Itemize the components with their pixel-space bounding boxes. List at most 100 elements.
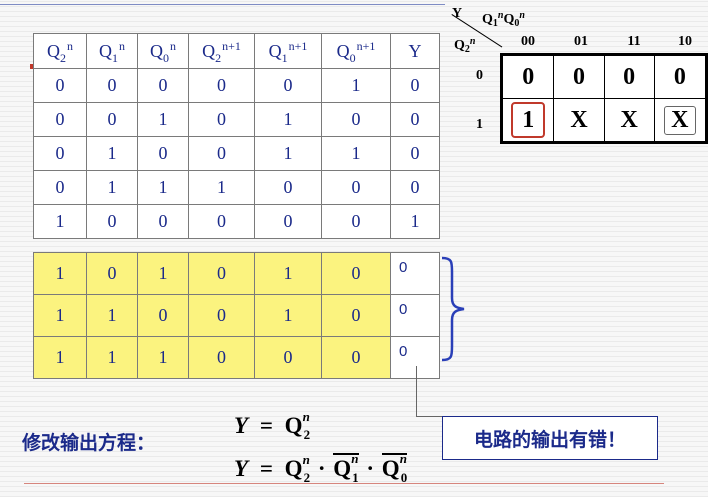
- kmap-row: 0 0 0 0: [500, 54, 708, 99]
- header-y: Y: [390, 33, 440, 69]
- kmap-cell: X: [603, 98, 655, 143]
- kmap-output-label: Y: [452, 6, 463, 21]
- table-row: 1 1 0 0 1 0 0: [33, 294, 440, 337]
- y-output-box: 0: [390, 336, 440, 379]
- table-cell: 0: [188, 102, 255, 137]
- table-cell: 1: [137, 102, 189, 137]
- kmap-cell: 0: [653, 54, 708, 99]
- table-cell: 1: [254, 294, 322, 337]
- table-cell: 0: [321, 336, 391, 379]
- table-cell: 1: [86, 170, 138, 205]
- kmap-grid: 0 0 0 0 1 X X X: [500, 53, 708, 144]
- table-cell: 1: [33, 336, 87, 379]
- curly-brace: [441, 256, 465, 362]
- table-row: 0 0 1 0 1 0 0: [33, 102, 440, 137]
- header-q2n: Q2n: [33, 33, 87, 69]
- table-cell: 0: [321, 252, 391, 295]
- table-cell: 0: [33, 102, 87, 137]
- table-cell: 0: [137, 68, 189, 103]
- table-cell: 1: [86, 294, 138, 337]
- table-cell: 0: [86, 252, 138, 295]
- table-cell: 1: [137, 336, 189, 379]
- kmap-cell: 0: [553, 54, 605, 99]
- table-cell: 0: [188, 136, 255, 171]
- y-output-box: 0: [390, 294, 440, 337]
- kmap-row-header: 0: [476, 68, 483, 83]
- table-cell: 0: [254, 170, 322, 205]
- table-cell: 0: [188, 252, 255, 295]
- table-cell: 1: [188, 170, 255, 205]
- table-cell: 0: [321, 204, 391, 239]
- table-cell: 0: [188, 68, 255, 103]
- table-cell: 0: [33, 68, 87, 103]
- kmap-cell: 0: [500, 54, 555, 99]
- header-q1n: Q1n: [86, 33, 138, 69]
- kmap-row-variable: Q2n: [454, 36, 476, 55]
- eq-sign: =: [259, 456, 273, 481]
- kmap-cell: 0: [603, 54, 655, 99]
- table-cell: 0: [137, 204, 189, 239]
- equation-underline: [24, 483, 664, 484]
- kmap-boxed-cell: X: [664, 105, 696, 135]
- kmap-cell: X: [553, 98, 605, 143]
- table-cell: 0: [33, 170, 87, 205]
- table-cell: 0: [188, 336, 255, 379]
- y-output-box: 0: [390, 252, 440, 295]
- eq-lhs: Y: [234, 413, 249, 438]
- table-cell: 0: [188, 294, 255, 337]
- red-marker: [30, 64, 34, 69]
- table-cell: 1: [86, 336, 138, 379]
- kmap-col-header: 11: [627, 34, 641, 49]
- table-cell: 0: [254, 68, 322, 103]
- table-cell: 0: [254, 336, 322, 379]
- eq-sign: =: [259, 413, 273, 438]
- table-cell: 0: [137, 294, 189, 337]
- header-q2n1: Q2n+1: [188, 33, 255, 69]
- table-cell: 0: [390, 136, 440, 171]
- table-cell: 1: [137, 170, 189, 205]
- eq-dot: ·: [317, 456, 326, 481]
- table-cell: 0: [390, 102, 440, 137]
- eq-dot: ·: [366, 456, 375, 481]
- kmap-row: 1 X X X: [500, 98, 708, 143]
- kmap-circled-cell: 1: [511, 102, 546, 138]
- table-cell: 0: [321, 170, 391, 205]
- table-cell: 0: [86, 68, 138, 103]
- table-cell: 0: [390, 170, 440, 205]
- table-cell: 1: [33, 252, 87, 295]
- kmap-row-header: 1: [476, 117, 483, 132]
- table-cell: 0: [137, 136, 189, 171]
- table-row: 0 1 0 0 1 1 0: [33, 136, 440, 171]
- table-cell: 1: [33, 294, 87, 337]
- table-cell: 0: [188, 204, 255, 239]
- modify-label: 修改输出方程：: [22, 432, 156, 454]
- table-cell: 1: [254, 102, 322, 137]
- table-cell: 0: [321, 294, 391, 337]
- table-cell: 1: [86, 136, 138, 171]
- kmap-col-header: 10: [678, 34, 692, 49]
- table-cell: 1: [33, 204, 87, 239]
- kmap-cell: X: [653, 98, 708, 143]
- eq-lhs: Y: [234, 456, 249, 481]
- table-cell: 1: [390, 204, 440, 239]
- header-q0n: Q0n: [137, 33, 189, 69]
- table-row: 0 0 0 0 0 1 0: [33, 68, 440, 103]
- table-cell: 1: [321, 136, 391, 171]
- kmap-col-header: 01: [574, 34, 588, 49]
- truth-table-header-row: Q2n Q1n Q0n Q2n+1 Q1n+1 Q0n+1 Y: [33, 33, 440, 69]
- header-q0n1: Q0n+1: [321, 33, 391, 69]
- table-row: 1 0 1 0 1 0 0: [33, 252, 440, 295]
- kmap-cell: 1: [500, 98, 555, 143]
- table-row: 1 1 1 0 0 0 0: [33, 336, 440, 379]
- top-rule: [0, 4, 445, 5]
- table-cell: 0: [321, 102, 391, 137]
- table-cell: 1: [254, 252, 322, 295]
- kmap-col-header: 00: [521, 34, 535, 49]
- table-cell: 0: [390, 68, 440, 103]
